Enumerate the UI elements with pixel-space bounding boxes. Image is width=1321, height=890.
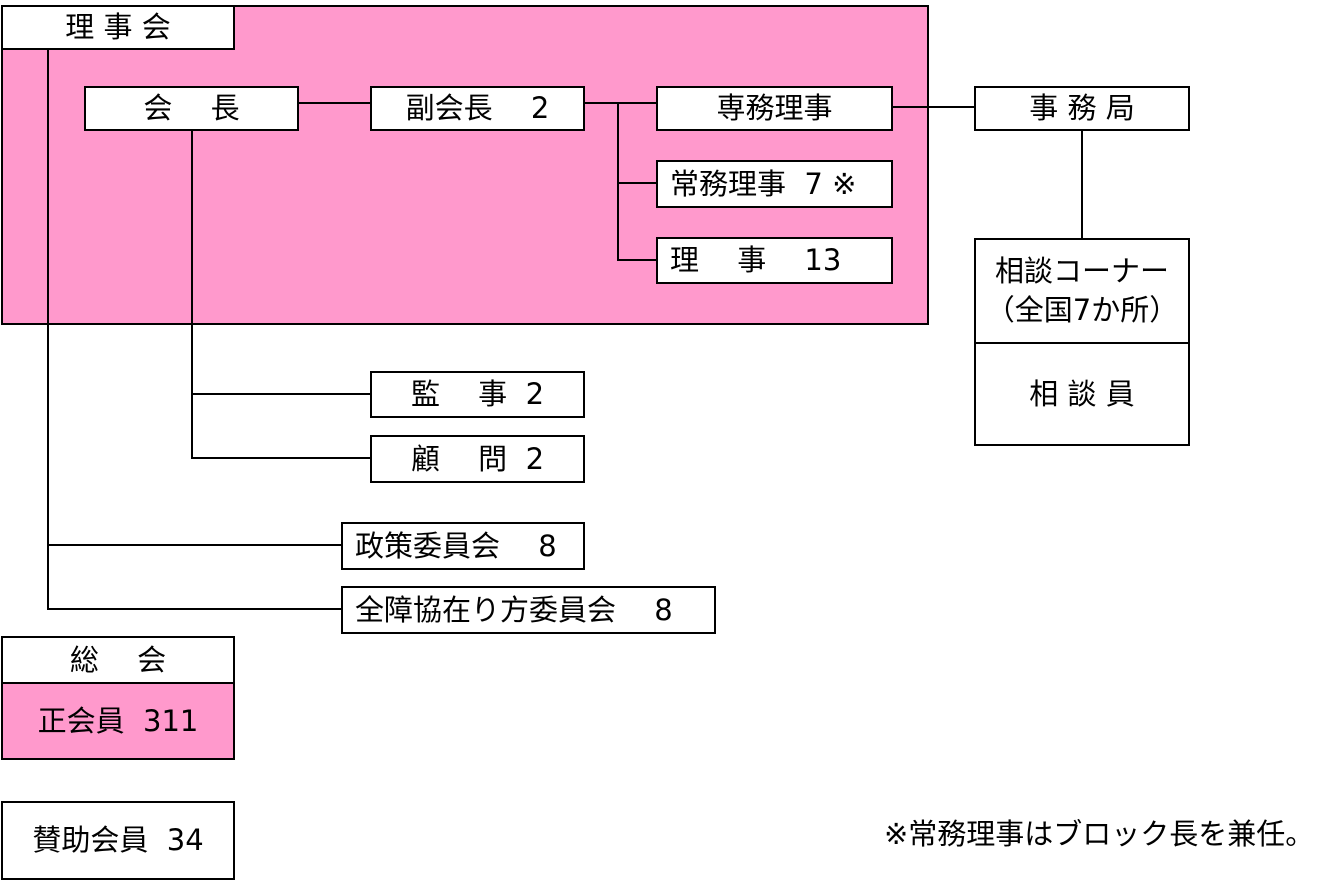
executive-director-label: 専務理事	[716, 91, 833, 125]
consultation-corner-line2: （全国7か所）	[985, 293, 1179, 327]
supporting-members-label: 賛助会員 34	[32, 823, 204, 857]
chairman-trunk-line	[191, 130, 193, 459]
chairman-vice-connector	[298, 102, 372, 104]
counselors-box: 相 談 員	[974, 342, 1190, 446]
board-label: 理 事 会	[65, 10, 171, 44]
auditors-connector	[191, 393, 372, 395]
chairman-label: 会 長	[143, 91, 240, 125]
executive-director-box: 専務理事	[656, 86, 893, 131]
footnote: ※常務理事はブロック長を兼任。	[884, 817, 1315, 851]
managing-directors-connector	[617, 182, 658, 184]
general-assembly-box: 総 会	[1, 636, 235, 684]
managing-directors-label: 常務理事 7 ※	[670, 166, 857, 201]
secretariat-consultation-connector	[1081, 130, 1083, 240]
board-trunk-line	[47, 50, 49, 610]
regular-members-box: 正会員 311	[1, 682, 235, 760]
policy-committee-label: 政策委員会 8	[355, 528, 557, 563]
reform-committee-label: 全障協在り方委員会 8	[355, 592, 673, 627]
executive-secretariat-connector	[892, 106, 976, 108]
consultation-corner-line1: 相談コーナー	[994, 254, 1169, 288]
secretariat-label: 事 務 局	[1029, 91, 1135, 125]
chairman-box: 会 長	[84, 86, 299, 131]
general-assembly-label: 総 会	[69, 642, 167, 677]
advisors-connector	[191, 457, 372, 459]
counselors-label: 相 談 員	[1029, 376, 1135, 411]
directors-box: 理 事 13	[656, 237, 893, 284]
directors-trunk-line	[617, 102, 619, 261]
advisors-label: 顧 問 2	[410, 441, 545, 476]
auditors-label: 監 事 2	[410, 377, 545, 411]
reform-committee-connector	[47, 608, 343, 610]
vice-chairman-box: 副会長 2	[370, 86, 585, 131]
reform-committee-box: 全障協在り方委員会 8	[341, 586, 716, 634]
supporting-members-box: 賛助会員 34	[1, 801, 235, 880]
policy-committee-connector	[47, 544, 343, 546]
auditors-box: 監 事 2	[370, 371, 585, 418]
managing-directors-box: 常務理事 7 ※	[656, 160, 893, 208]
consultation-corner-box: 相談コーナー （全国7か所）	[974, 238, 1190, 344]
vice-chairman-label: 副会長 2	[405, 91, 550, 125]
board-box: 理 事 会	[1, 5, 235, 50]
vice-executive-connector	[584, 102, 658, 104]
secretariat-box: 事 務 局	[974, 86, 1190, 131]
policy-committee-box: 政策委員会 8	[341, 522, 585, 570]
advisors-box: 顧 問 2	[370, 435, 585, 483]
directors-connector	[617, 259, 658, 261]
regular-members-label: 正会員 311	[37, 703, 199, 738]
directors-label: 理 事 13	[670, 243, 842, 277]
